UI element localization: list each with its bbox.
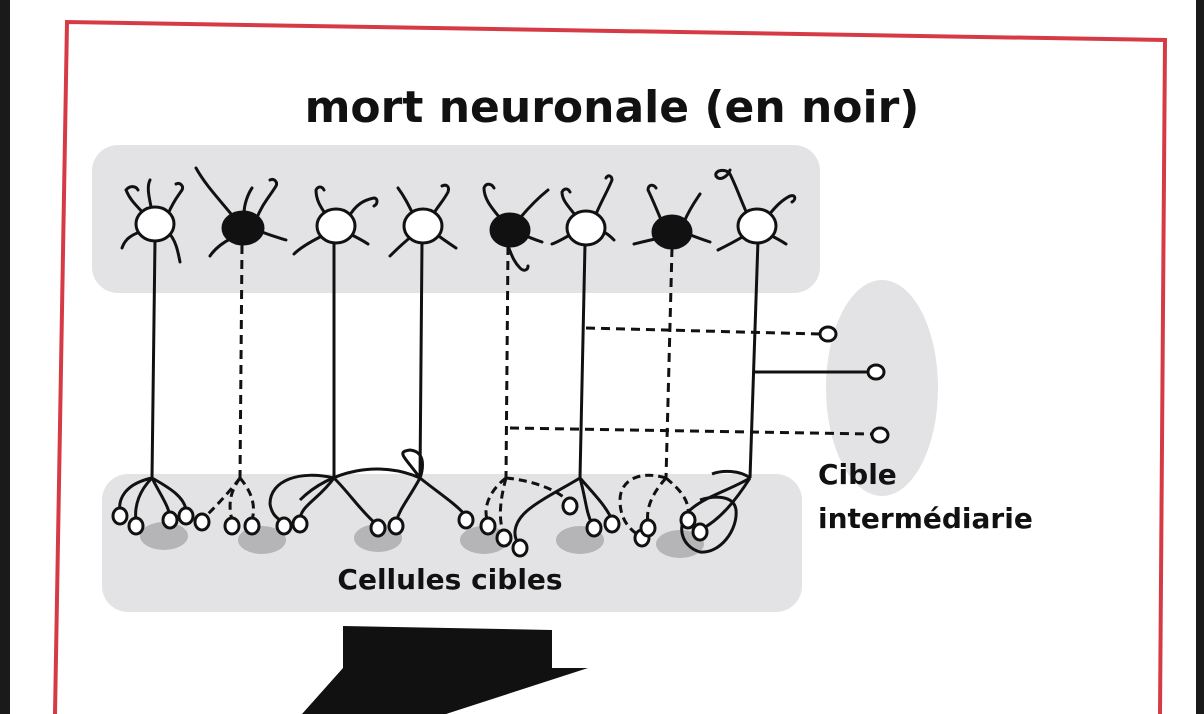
terminal-bouton (497, 530, 511, 546)
terminal-bouton (195, 514, 209, 530)
terminal-bouton (129, 518, 143, 534)
axon-4 (420, 242, 422, 478)
neuron-soma-alive (136, 207, 174, 241)
neuron-soma-alive (317, 209, 355, 243)
neuron-soma-alive (567, 211, 605, 245)
terminal-bouton (820, 327, 836, 341)
axon-branch-dashed (510, 428, 872, 434)
terminal-bouton (293, 516, 307, 532)
terminal-bouton (605, 516, 619, 532)
terminal-bouton (245, 518, 259, 534)
terminal-bouton (563, 498, 577, 514)
terminal-bouton (872, 428, 888, 442)
intermediate-target-label-line2: intermédiarie (818, 502, 1033, 535)
diagram-title: mort neuronale (en noir) (305, 82, 920, 133)
terminal-bouton (641, 520, 655, 536)
intermediate-target-label-line1: Cible (818, 458, 897, 491)
neuron-soma-dead (653, 216, 691, 248)
neuron-soma-dead (491, 214, 529, 246)
terminal-bouton (179, 508, 193, 524)
terminal-bouton (513, 540, 527, 556)
neuron-soma-dead (223, 212, 263, 244)
terminal-bouton (868, 365, 884, 379)
neuron-body-region (92, 145, 820, 293)
terminal-bouton (693, 524, 707, 540)
terminal-bouton (481, 518, 495, 534)
terminal-bouton (225, 518, 239, 534)
terminal-bouton (587, 520, 601, 536)
neuron-soma-alive (404, 209, 442, 243)
target-cells-label: Cellules cibles (337, 563, 562, 596)
down-arrow (302, 626, 588, 714)
terminal-bouton (277, 518, 291, 534)
terminal-bouton (113, 508, 127, 524)
terminal-bouton (163, 512, 177, 528)
axon-2 (240, 245, 242, 478)
axon-5 (506, 246, 508, 478)
terminal-bouton (371, 520, 385, 536)
terminal-bouton (459, 512, 473, 528)
axon-branch-dashed (586, 328, 820, 334)
terminal-bouton (389, 518, 403, 534)
terminal-bouton (681, 512, 695, 528)
neuron-soma-alive (738, 209, 776, 243)
